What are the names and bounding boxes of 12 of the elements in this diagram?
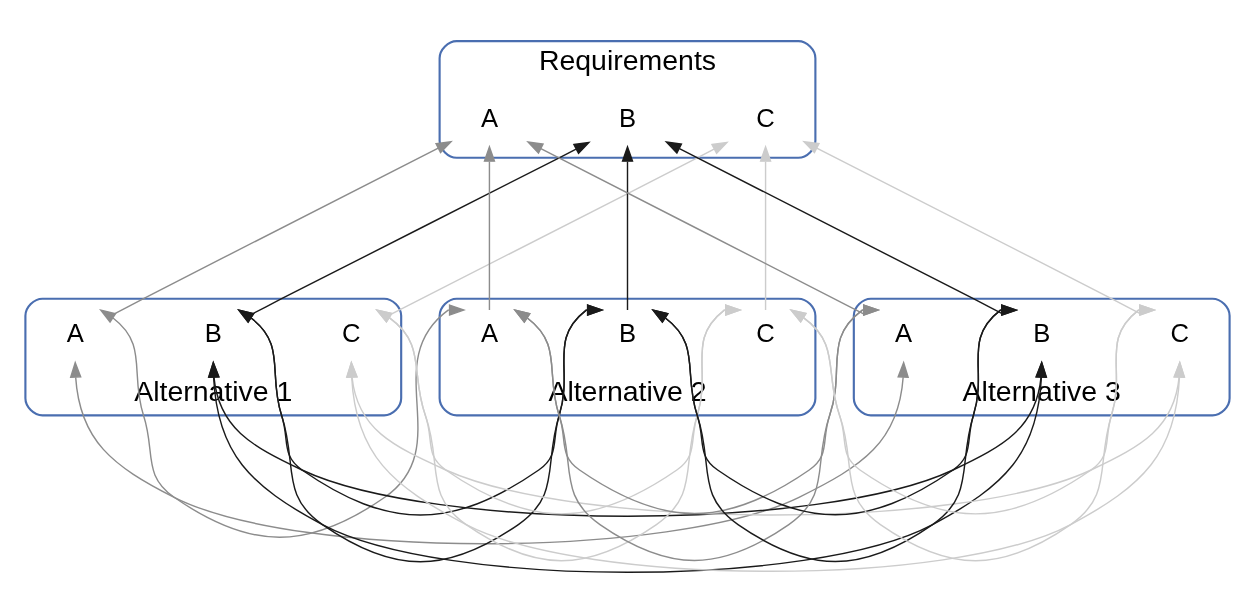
node-text: C (756, 318, 775, 347)
node-text: A (480, 318, 498, 347)
node-text: A (66, 318, 84, 347)
node-text: B (204, 318, 222, 347)
node-text: C (342, 318, 361, 347)
node-text: B (618, 103, 637, 132)
node-text: B (618, 318, 637, 347)
node-text: C (756, 103, 775, 132)
node-text: A (895, 318, 913, 347)
node-text: B (1033, 318, 1051, 347)
node-text: C (1170, 318, 1190, 347)
node-text: A (480, 103, 498, 132)
